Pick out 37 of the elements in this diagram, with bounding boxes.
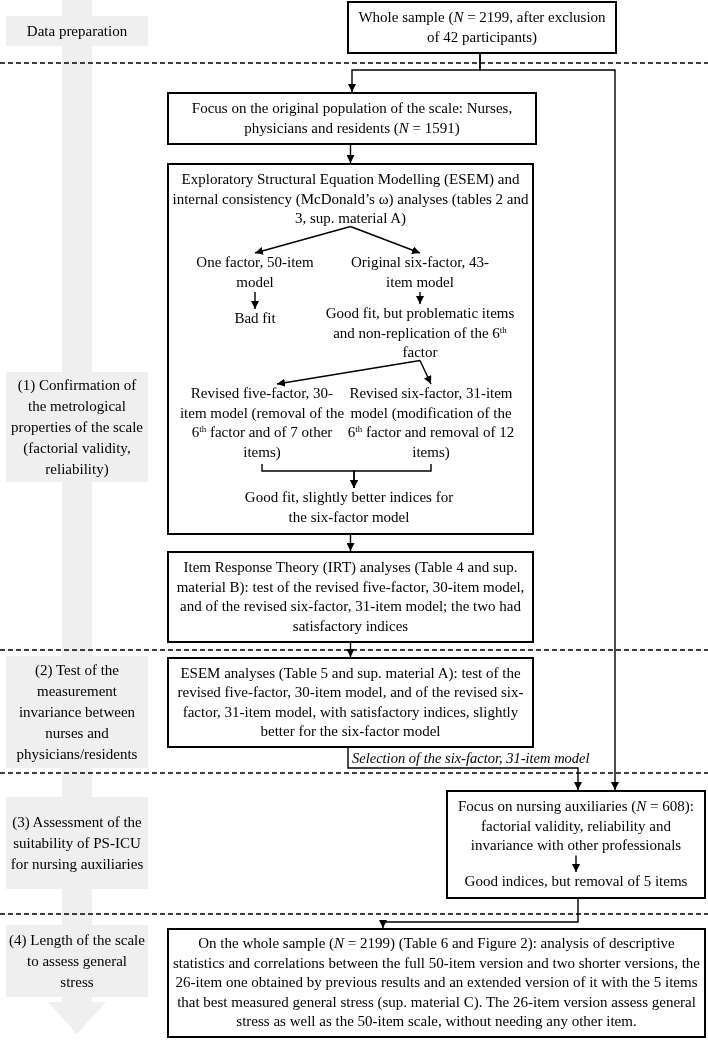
process-box	[446, 790, 706, 899]
stage-label: (1) Confirmation of the metrological properties of the scale (factorial validity, reliability)	[6, 372, 148, 482]
step-text: Bad fit	[215, 309, 295, 329]
process-box: On the whole sample (N = 2199) (Table 6 and Figure 2): analysis of descriptive statistics and correlations between the full 50-item version and two shorter versions, the 26-item one obtained by previous results and an extended version of it with the 5 items that best measured general stress (sup. material C). The 26-item version assess general stress as well as the 50-item scale, without needing any other item.	[167, 928, 706, 1038]
step-text: One factor, 50-item model	[190, 253, 320, 292]
step-text: Revised six-factor, 31-item model (modification of the 6$^{th}$ factor and removal of 12 items)	[346, 384, 516, 462]
arrow	[347, 747, 582, 791]
process-box: Focus on the original population of the scale: Nurses, physicians and residents (N = 1591)	[167, 92, 537, 145]
edge-label: Selection of the six-factor, 31-item model	[350, 750, 592, 766]
arrow	[254, 225, 352, 255]
arrow	[349, 225, 421, 254]
arrow	[251, 291, 259, 310]
arrow	[419, 359, 432, 385]
stage-label: (2) Test of the measurement invariance between nurses and physicians/residents	[6, 656, 148, 768]
step-text: Original six-factor, 43-item model	[340, 253, 500, 292]
process-box: Item Response Theory (IRT) analyses (Table 4 and sup. material B): test of the revised five-factor, 30-item model, and of the revised six-factor, 31-item model; the two had satisfactory indices	[167, 551, 534, 643]
process-box: Whole sample (N = 2199, after exclusion of 42 participants)	[347, 1, 617, 54]
stage-label: Data preparation	[6, 16, 148, 46]
step-text: Exploratory Structural Equation Modelling (ESEM) and internal consistency (McDonald’s ω) analyses (tables 2 and 3, sup. material A)	[170, 170, 531, 229]
step-text: Revised five-factor, 30-item model (removal of the 6$^{th}$ factor and of 7 other items)	[179, 384, 345, 462]
arrow	[379, 898, 579, 929]
step-text: Good indices, but removal of 5 items	[451, 872, 701, 892]
step-text: Good fit, but problematic items and non-replication of the 6$^{th}$ factor	[325, 304, 515, 363]
process-box	[167, 163, 534, 535]
arrow	[346, 534, 355, 552]
process-box: ESEM analyses (Table 5 and sup. material A): test of the revised five-factor, 30-item model, and of the revised six-factor, 31-item model, with satisfactory indices, slightly better for the six-factor model	[167, 657, 534, 748]
stage-label: (4) Length of the scale to assess general stress	[6, 925, 148, 997]
arrow	[572, 854, 580, 873]
step-text: Focus on nursing auxiliaries (N = 608): factorial validity, reliability and invariance with other professionals	[451, 797, 701, 856]
arrow	[416, 291, 424, 305]
arrow	[350, 463, 432, 489]
arrow	[479, 53, 619, 791]
step-text: Good fit, slightly better indices for the six-factor model	[239, 488, 459, 527]
stage-label: (3) Assessment of the suitability of PS-ICU for nursing auxiliaries	[6, 797, 148, 889]
arrow	[346, 144, 355, 164]
arrow	[276, 359, 421, 387]
arrow	[346, 642, 355, 658]
